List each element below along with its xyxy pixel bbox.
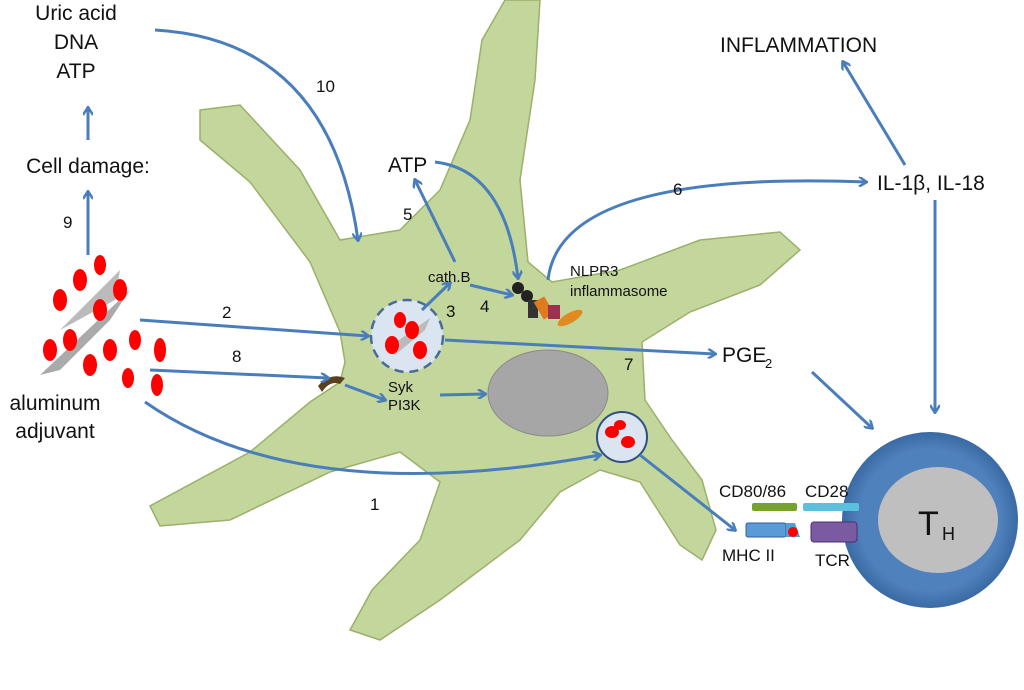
arrow-atp-to-inflammasome — [434, 160, 518, 278]
th-label: T — [918, 505, 939, 543]
step-10: 10 — [316, 77, 335, 96]
label-mhc-ii: MHC II — [722, 546, 775, 565]
tcr-molecule — [810, 521, 858, 543]
label-pge: PGE — [722, 344, 766, 367]
cd80-86-molecule — [752, 503, 797, 511]
mhc-ii-molecule — [745, 522, 800, 538]
arrow-6 — [546, 181, 866, 281]
label-il1b-il18: IL-1β, IL-18 — [877, 172, 985, 195]
phagolysosome — [369, 298, 445, 374]
arrow-syk-to-nucleus — [439, 394, 485, 395]
label-tcr: TCR — [815, 551, 850, 570]
nucleus — [487, 349, 609, 437]
label-adjuvant: adjuvant — [15, 420, 95, 443]
aluminum-adjuvant-particles — [40, 255, 166, 396]
arrow-receptor-to-syk — [344, 383, 385, 400]
label-pi3k: PI3K — [388, 397, 421, 414]
arrow-7 — [444, 338, 715, 354]
label-cathepsin-b: cath.B — [428, 269, 471, 286]
label-pge-subscript: 2 — [765, 356, 772, 371]
label-cd80-86: CD80/86 — [719, 482, 786, 501]
label-dna: DNA — [54, 31, 98, 54]
label-aluminum: aluminum — [9, 392, 100, 415]
arrow-10 — [154, 28, 358, 240]
arrows — [88, 28, 935, 530]
nlrp3-inflammasome-icon — [512, 282, 583, 327]
th-subscript: H — [942, 524, 955, 544]
step-8: 8 — [232, 347, 241, 366]
label-inflammasome: inflammasome — [570, 283, 668, 300]
dendritic-cell — [149, 0, 802, 641]
arrow-8 — [149, 368, 328, 378]
step-9: 9 — [63, 213, 72, 232]
arrow-4 — [469, 283, 512, 295]
arrow-pge-to-th — [810, 370, 872, 428]
step-7: 7 — [624, 355, 633, 374]
label-syk: Syk — [388, 379, 414, 396]
label-cd28: CD28 — [805, 482, 848, 501]
step-6: 6 — [673, 180, 682, 199]
label-atp: ATP — [388, 154, 427, 177]
arrow-to-inflammation — [843, 62, 907, 166]
arrow-2 — [139, 318, 368, 336]
arrow-endosome-to-mhc — [639, 453, 735, 530]
arrow-3 — [420, 283, 450, 312]
endosome — [596, 411, 648, 463]
step-2: 2 — [222, 303, 231, 322]
label-cell-damage: Cell damage: — [26, 155, 150, 178]
cd28-molecule — [803, 503, 859, 511]
label-uric-acid: Uric acid — [35, 2, 117, 25]
t-helper-cell: T H — [842, 432, 1018, 608]
arrow-1 — [144, 400, 600, 475]
step-3: 3 — [446, 302, 455, 321]
step-1: 1 — [370, 495, 379, 514]
step-4: 4 — [480, 297, 489, 316]
label-atp-danger: ATP — [56, 60, 95, 83]
label-inflammation: INFLAMMATION — [720, 34, 877, 57]
arrow-5 — [415, 180, 457, 263]
step-5: 5 — [403, 205, 412, 224]
label-nlpr3: NLPR3 — [570, 263, 618, 280]
